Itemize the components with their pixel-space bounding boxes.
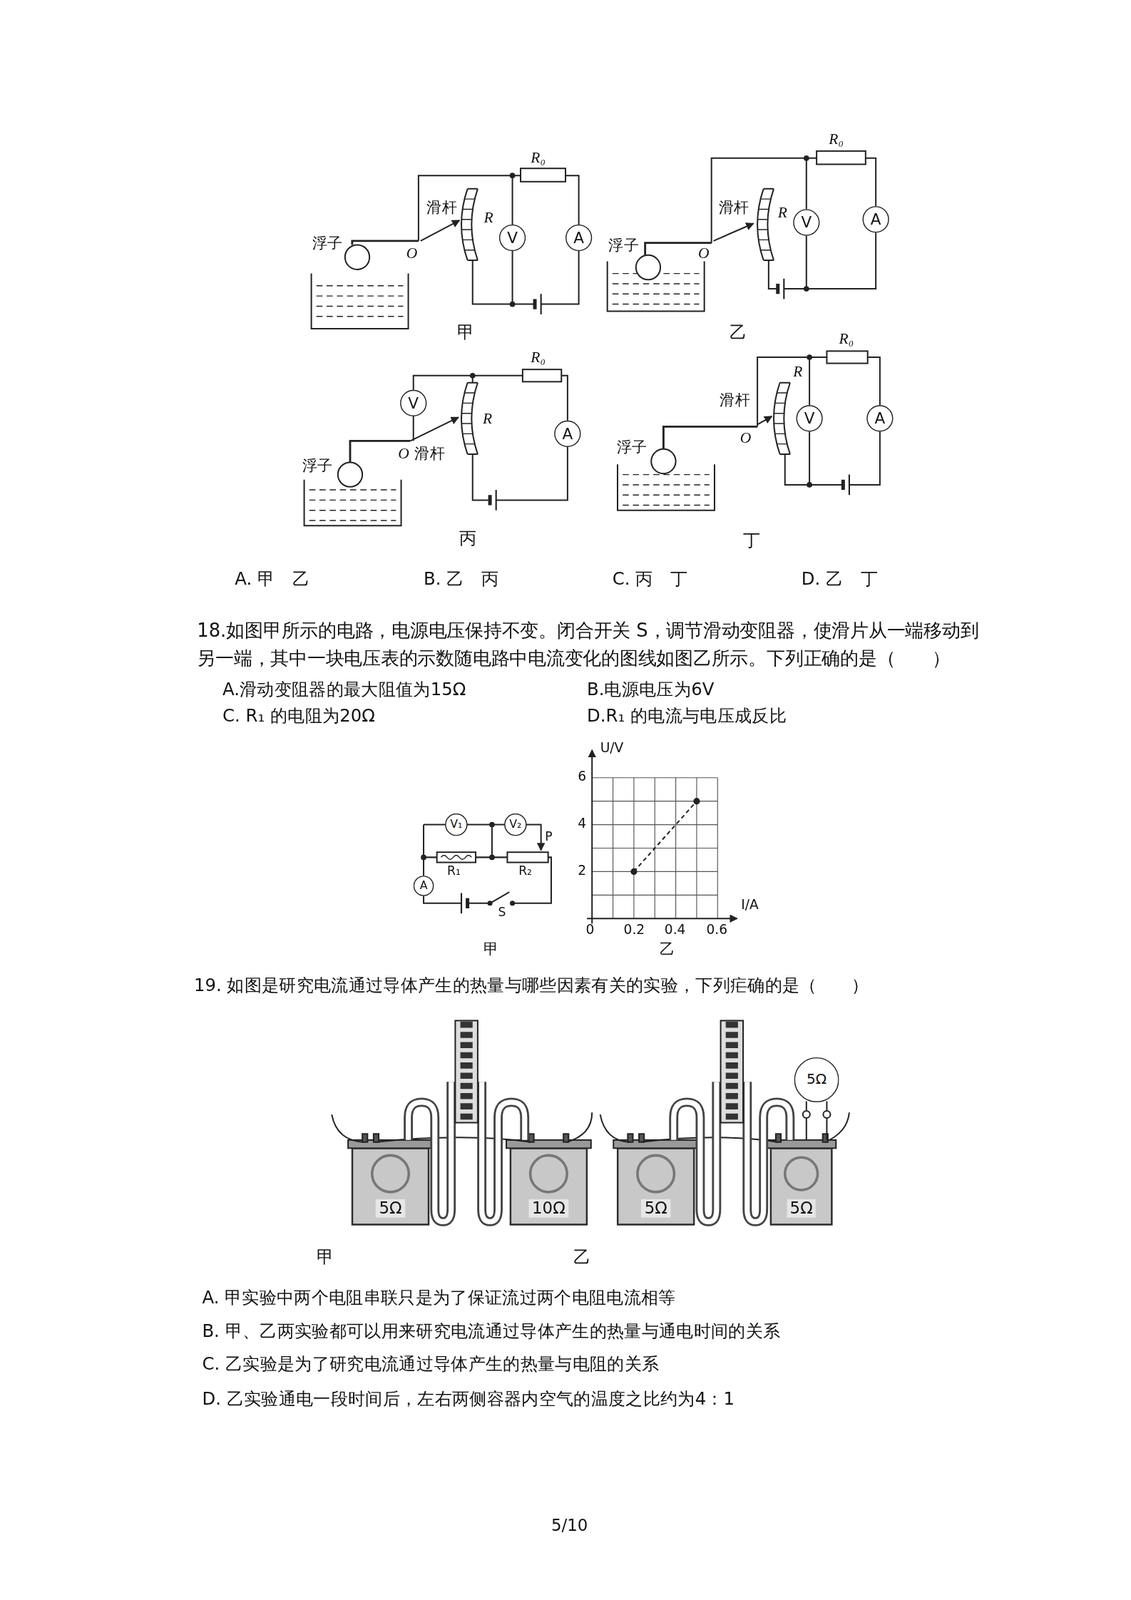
text-label: 甲: [316, 1247, 334, 1268]
text-label: 0.6: [706, 922, 729, 938]
node-text: V: [407, 395, 419, 413]
text-label: 甲: [483, 941, 499, 960]
node-text: V: [804, 410, 816, 428]
node-text: 5Ω: [641, 1199, 671, 1218]
meter-circle: V: [795, 405, 823, 432]
text-label: D. 乙实验通电一段时间后，左右两侧容器内空气的温度之比约为4：1: [201, 1389, 735, 1410]
text-label: 甲: [457, 322, 475, 343]
container-box: 5Ω: [617, 1148, 694, 1225]
text-label: 19. 如图是研究电流通过导体产生的热量与哪些因素有关的实验，下列疟确的是（ ）: [193, 975, 870, 996]
meter-circle: V: [499, 224, 526, 252]
container-box: 10Ω: [510, 1148, 587, 1225]
meter-circle: A: [554, 420, 581, 448]
u-i-graph: [586, 750, 737, 924]
meter-circle: A: [862, 206, 890, 233]
node-text: 5Ω: [375, 1199, 406, 1218]
node-text: 5Ω: [786, 1199, 816, 1218]
node-text: A: [874, 410, 886, 428]
text-label: 浮子: [312, 234, 344, 253]
node-text: A: [573, 229, 585, 247]
text-label: D. 乙 丁: [801, 569, 878, 590]
text-label: A. 甲实验中两个电阻串联只是为了保证流过两个电阻电流相等: [201, 1287, 676, 1308]
meter-circle: V₁: [444, 813, 468, 836]
meter-circle: V: [400, 390, 427, 417]
text-label: 滑杆: [719, 392, 751, 411]
node-text: A: [420, 879, 428, 893]
text-label: A. 甲 乙: [234, 569, 310, 590]
container-box: 5Ω: [352, 1148, 429, 1225]
text-label: O: [740, 430, 752, 448]
node-text: 5Ω: [806, 1071, 827, 1088]
float-circuit-a: [311, 168, 580, 329]
text-label: 浮子: [302, 457, 334, 475]
text-label: R₀: [839, 330, 855, 349]
float-circuit-b: [607, 151, 876, 312]
node-text: A: [562, 425, 574, 443]
float-circuit-d: [617, 350, 880, 510]
text-label: 4: [577, 816, 587, 832]
text-label: 0.4: [664, 922, 687, 938]
node-text: V: [800, 213, 812, 232]
text-label: R₂: [518, 864, 532, 879]
text-label: C. 乙实验是为了研究电流通过导体产生的热量与电阻的关系: [201, 1354, 659, 1375]
text-label: 浮子: [608, 236, 639, 255]
text-label: 滑杆: [718, 198, 750, 217]
text-label: R: [483, 208, 493, 227]
text-label: C. R₁ 的电阻为20Ω: [222, 706, 376, 727]
text-label: 6: [577, 769, 587, 785]
meter-circle: A: [565, 224, 592, 252]
float-circuit-c: [304, 369, 568, 526]
text-label: 丁: [743, 530, 761, 551]
text-label: 18.如图甲所示的电路，电源电压保持不变。闭合开关 S，调节滑动变阻器，使滑片从…: [196, 616, 995, 672]
text-label: 2: [577, 863, 587, 879]
text-label: 0: [586, 922, 595, 938]
text-label: R₀: [828, 130, 844, 149]
text-label: 滑杆: [426, 198, 458, 217]
meter-circle: A: [866, 405, 893, 432]
text-label: A.滑动变阻器的最大阻值为15Ω: [222, 679, 466, 700]
text-label: 0.2: [623, 922, 646, 938]
text-label: B. 甲、乙两实验都可以用来研究电流通过导体产生的热量与通电时间的关系: [201, 1322, 781, 1343]
meter-circle: V: [792, 208, 820, 236]
text-label: R: [778, 203, 788, 222]
text-label: 5/10: [551, 1516, 588, 1536]
text-label: 丙: [459, 528, 477, 549]
text-label: R₁: [447, 864, 461, 879]
resistor-circle: 5Ω: [794, 1057, 840, 1103]
text-label: B.电源电压为6V: [586, 679, 714, 700]
node-text: V₁: [449, 818, 463, 831]
text-label: R: [482, 410, 493, 428]
meter-circle: V₂: [504, 813, 527, 836]
text-label: S: [498, 906, 507, 921]
text-label: R₀: [530, 149, 546, 167]
q18-circuit: [421, 822, 552, 914]
text-label: R: [792, 363, 803, 382]
text-label: 乙: [729, 322, 747, 343]
container-box: 5Ω: [770, 1148, 833, 1225]
text-label: I/A: [740, 898, 759, 914]
text-label: 乙: [573, 1247, 591, 1268]
text-label: O: [397, 444, 410, 463]
text-label: 乙: [659, 941, 675, 960]
node-text: 10Ω: [529, 1199, 569, 1218]
text-label: C. 丙 丁: [612, 569, 688, 590]
text-label: O: [406, 245, 418, 264]
node-text: V₂: [509, 818, 522, 831]
text-label: U/V: [600, 740, 624, 756]
text-label: D.R₁ 的电流与电压成反比: [586, 706, 787, 727]
joule-heat-apparatus: [331, 1020, 850, 1225]
text-label: R₀: [530, 349, 546, 368]
meter-circle: A: [413, 875, 435, 897]
text-label: 滑杆: [414, 444, 445, 463]
text-label: B. 乙 丙: [423, 569, 499, 590]
text-label: O: [698, 245, 710, 264]
text-label: P: [544, 830, 552, 846]
text-label: 浮子: [616, 439, 648, 458]
node-text: V: [507, 229, 518, 247]
node-text: A: [870, 211, 882, 229]
